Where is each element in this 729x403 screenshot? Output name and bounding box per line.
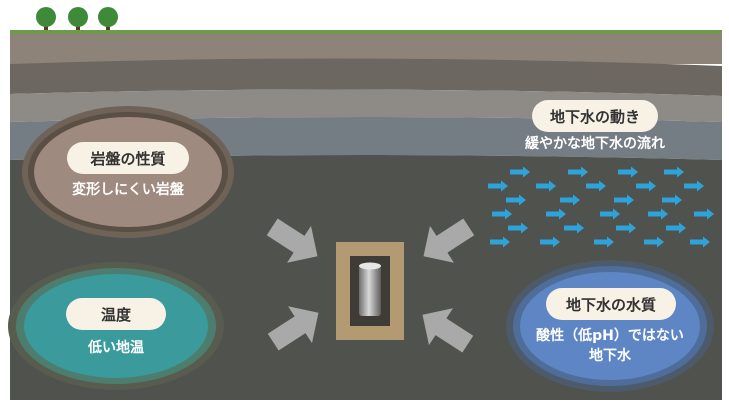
groundwater-flow-title: 地下水の動き [532,100,658,132]
canister-icon [359,266,381,316]
grass-line [10,30,722,34]
water-quality-title: 地下水の水質 [546,288,676,320]
trees [36,7,118,34]
groundwater-flow-description: 緩やかな地下水の流れ [490,134,700,154]
rock-description: 変形しにくい岩盤 [40,180,216,200]
water-quality-line1: 酸性（低pH）ではない [520,326,700,346]
tree-icon [98,7,118,34]
tree-icon [36,7,56,34]
temperature-title: 温度 [66,298,166,330]
canister-lid [359,263,381,270]
temperature-description: 低い地温 [30,338,202,358]
rock-title: 岩盤の性質 [67,142,189,174]
tree-icon [68,7,88,34]
water-quality-line2: 地下水 [520,346,700,366]
water-quality-description: 酸性（低pH）ではない 地下水 [520,326,700,366]
repository [336,242,404,340]
